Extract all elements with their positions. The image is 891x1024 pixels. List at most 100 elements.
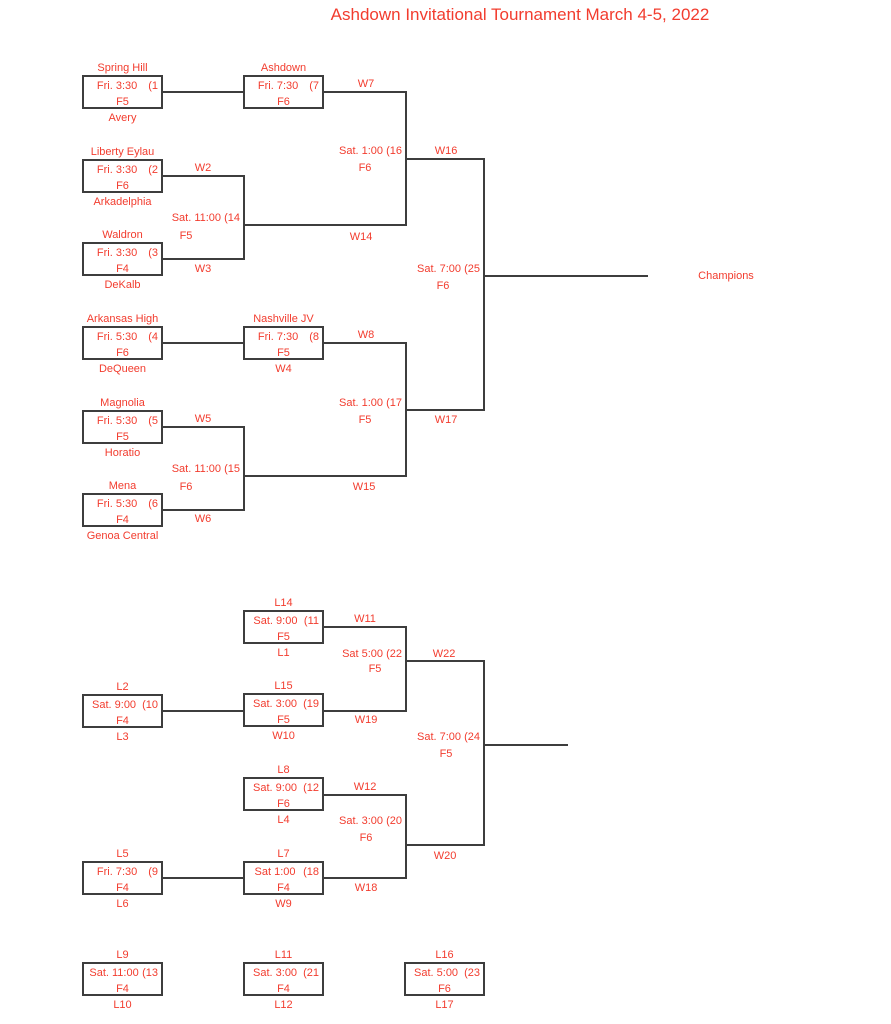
connector-line: [405, 409, 485, 411]
game21-time: Sat. 3:00: [253, 967, 298, 979]
game10-number: (10: [142, 699, 158, 711]
connector-line: [483, 660, 485, 846]
game19-field: F5: [277, 714, 290, 726]
game5-team-bottom: Horatio: [104, 447, 141, 459]
connector-line: [405, 660, 485, 662]
game3-field: F4: [116, 263, 129, 275]
connector-line: [243, 426, 245, 511]
connector-line: [243, 175, 245, 260]
game13-team-top: L9: [116, 949, 129, 961]
game11-team-bottom: L1: [277, 647, 290, 659]
connector-line: [163, 342, 243, 344]
game4: Arkansas High Fri. 5:30(4 F6 DeQueen: [82, 313, 163, 375]
game9-time: Fri. 7:30: [96, 866, 138, 878]
game19-team-bottom: W10: [272, 730, 295, 742]
game4-time: Fri. 5:30: [96, 331, 138, 343]
game5: Magnolia Fri. 5:30(5 F5 Horatio: [82, 397, 163, 459]
game13: L9 Sat. 11:00(13 F4 L10: [82, 949, 163, 1011]
game18-time: Sat 1:00: [254, 866, 296, 878]
game1-time: Fri. 3:30: [96, 80, 138, 92]
connector-line: [243, 475, 407, 477]
game2-number: (2: [148, 164, 158, 176]
game2-field: F6: [116, 180, 129, 192]
connector-line: [405, 844, 485, 846]
game13-time: Sat. 11:00: [89, 967, 139, 979]
game11: L14 Sat. 9:00(11 F5 L1: [243, 597, 324, 659]
connector-line: [323, 710, 407, 712]
game7: Ashdown Fri. 7:30(7 F6: [243, 62, 324, 109]
connector-line: [243, 224, 407, 226]
game21: L11 Sat. 3:00(21 F4 L12: [243, 949, 324, 1011]
game17-schedule: Sat. 1:00 (17: [339, 397, 402, 409]
game1-team-top: Spring Hill: [97, 62, 148, 74]
game2-team-top: Liberty Eylau: [90, 146, 155, 158]
game21-box: Sat. 3:00(21 F4: [243, 962, 324, 996]
connector-line: [483, 158, 485, 411]
game18-field: F4: [277, 882, 290, 894]
game3-team-bottom: DeKalb: [104, 279, 141, 291]
game14-winner: W14: [349, 231, 373, 243]
game22-schedule: Sat 5:00 (22: [342, 648, 402, 660]
game24-schedule: Sat. 7:00 (24: [417, 731, 480, 743]
game18-team-top: L7: [277, 848, 290, 860]
wire-label-w5: W5: [194, 413, 212, 425]
wire-label-w11: W11: [354, 613, 376, 625]
game20-schedule: Sat. 3:00 (20: [339, 815, 402, 827]
connector-line: [323, 877, 407, 879]
wire-label-w7: W7: [357, 78, 375, 90]
wire-label-w18: W18: [354, 882, 378, 894]
game4-number: (4: [148, 331, 158, 343]
game9-number: (9: [148, 866, 158, 878]
connector-line: [163, 509, 243, 511]
game23-team-top: L16: [435, 949, 454, 961]
game5-time: Fri. 5:30: [96, 415, 138, 427]
game3: Waldron Fri. 3:30(3 F4 DeKalb: [82, 229, 163, 291]
connector-line: [163, 175, 243, 177]
connector-line: [405, 626, 407, 712]
champions-label: Champions: [698, 270, 754, 282]
page-title: Ashdown Invitational Tournament March 4-…: [330, 5, 710, 24]
game18-team-bottom: W9: [275, 898, 292, 910]
game17-winner: W17: [434, 414, 458, 426]
game13-team-bottom: L10: [113, 999, 132, 1011]
game5-field: F5: [116, 431, 129, 443]
game8-time: Fri. 7:30: [257, 331, 299, 343]
game3-time: Fri. 3:30: [96, 247, 138, 259]
game6: Mena Fri. 5:30(6 F4 Genoa Central: [82, 480, 163, 542]
game1-box: Fri. 3:30(1 F5: [82, 75, 163, 109]
game10: L2 Sat. 9:00(10 F4 L3: [82, 681, 163, 743]
game9-team-top: L5: [116, 848, 129, 860]
game2-time: Fri. 3:30: [96, 164, 138, 176]
game15-schedule: Sat. 11:00 (15: [171, 463, 240, 475]
game23-box: Sat. 5:00(23 F6: [404, 962, 485, 996]
game6-box: Fri. 5:30(6 F4: [82, 493, 163, 527]
game10-team-bottom: L3: [116, 731, 129, 743]
game2-box: Fri. 3:30 (2 F6: [82, 159, 163, 193]
game10-box: Sat. 9:00(10 F4: [82, 694, 163, 728]
wire-label-w6: W6: [194, 513, 212, 525]
game1-team-bottom: Avery: [108, 112, 137, 124]
game23-team-bottom: L17: [435, 999, 454, 1011]
game8-number: (8: [309, 331, 319, 343]
game23-number: (23: [464, 967, 480, 979]
game16-field: F6: [358, 162, 372, 174]
game3-team-top: Waldron: [102, 229, 143, 241]
connector-line: [323, 342, 407, 344]
connector-line: [405, 158, 485, 160]
game6-field: F4: [116, 514, 129, 526]
game11-number: (11: [303, 615, 319, 627]
game12-team-top: L8: [277, 764, 290, 776]
game1-field: F5: [116, 96, 129, 108]
game14-schedule: Sat. 11:00 (14: [171, 212, 240, 224]
game25-field: F6: [436, 280, 450, 292]
game19-number: (19: [303, 698, 319, 710]
game25-schedule: Sat. 7:00 (25: [417, 263, 480, 275]
game2: Liberty Eylau Fri. 3:30(2 F6 Arkadelphia: [82, 146, 163, 208]
game9-team-bottom: L6: [116, 898, 129, 910]
game7-field: F6: [277, 96, 290, 108]
game22-field: F5: [368, 663, 382, 675]
game15-field: F6: [179, 481, 193, 493]
game8-field: F5: [277, 347, 290, 359]
game13-field: F4: [116, 983, 129, 995]
